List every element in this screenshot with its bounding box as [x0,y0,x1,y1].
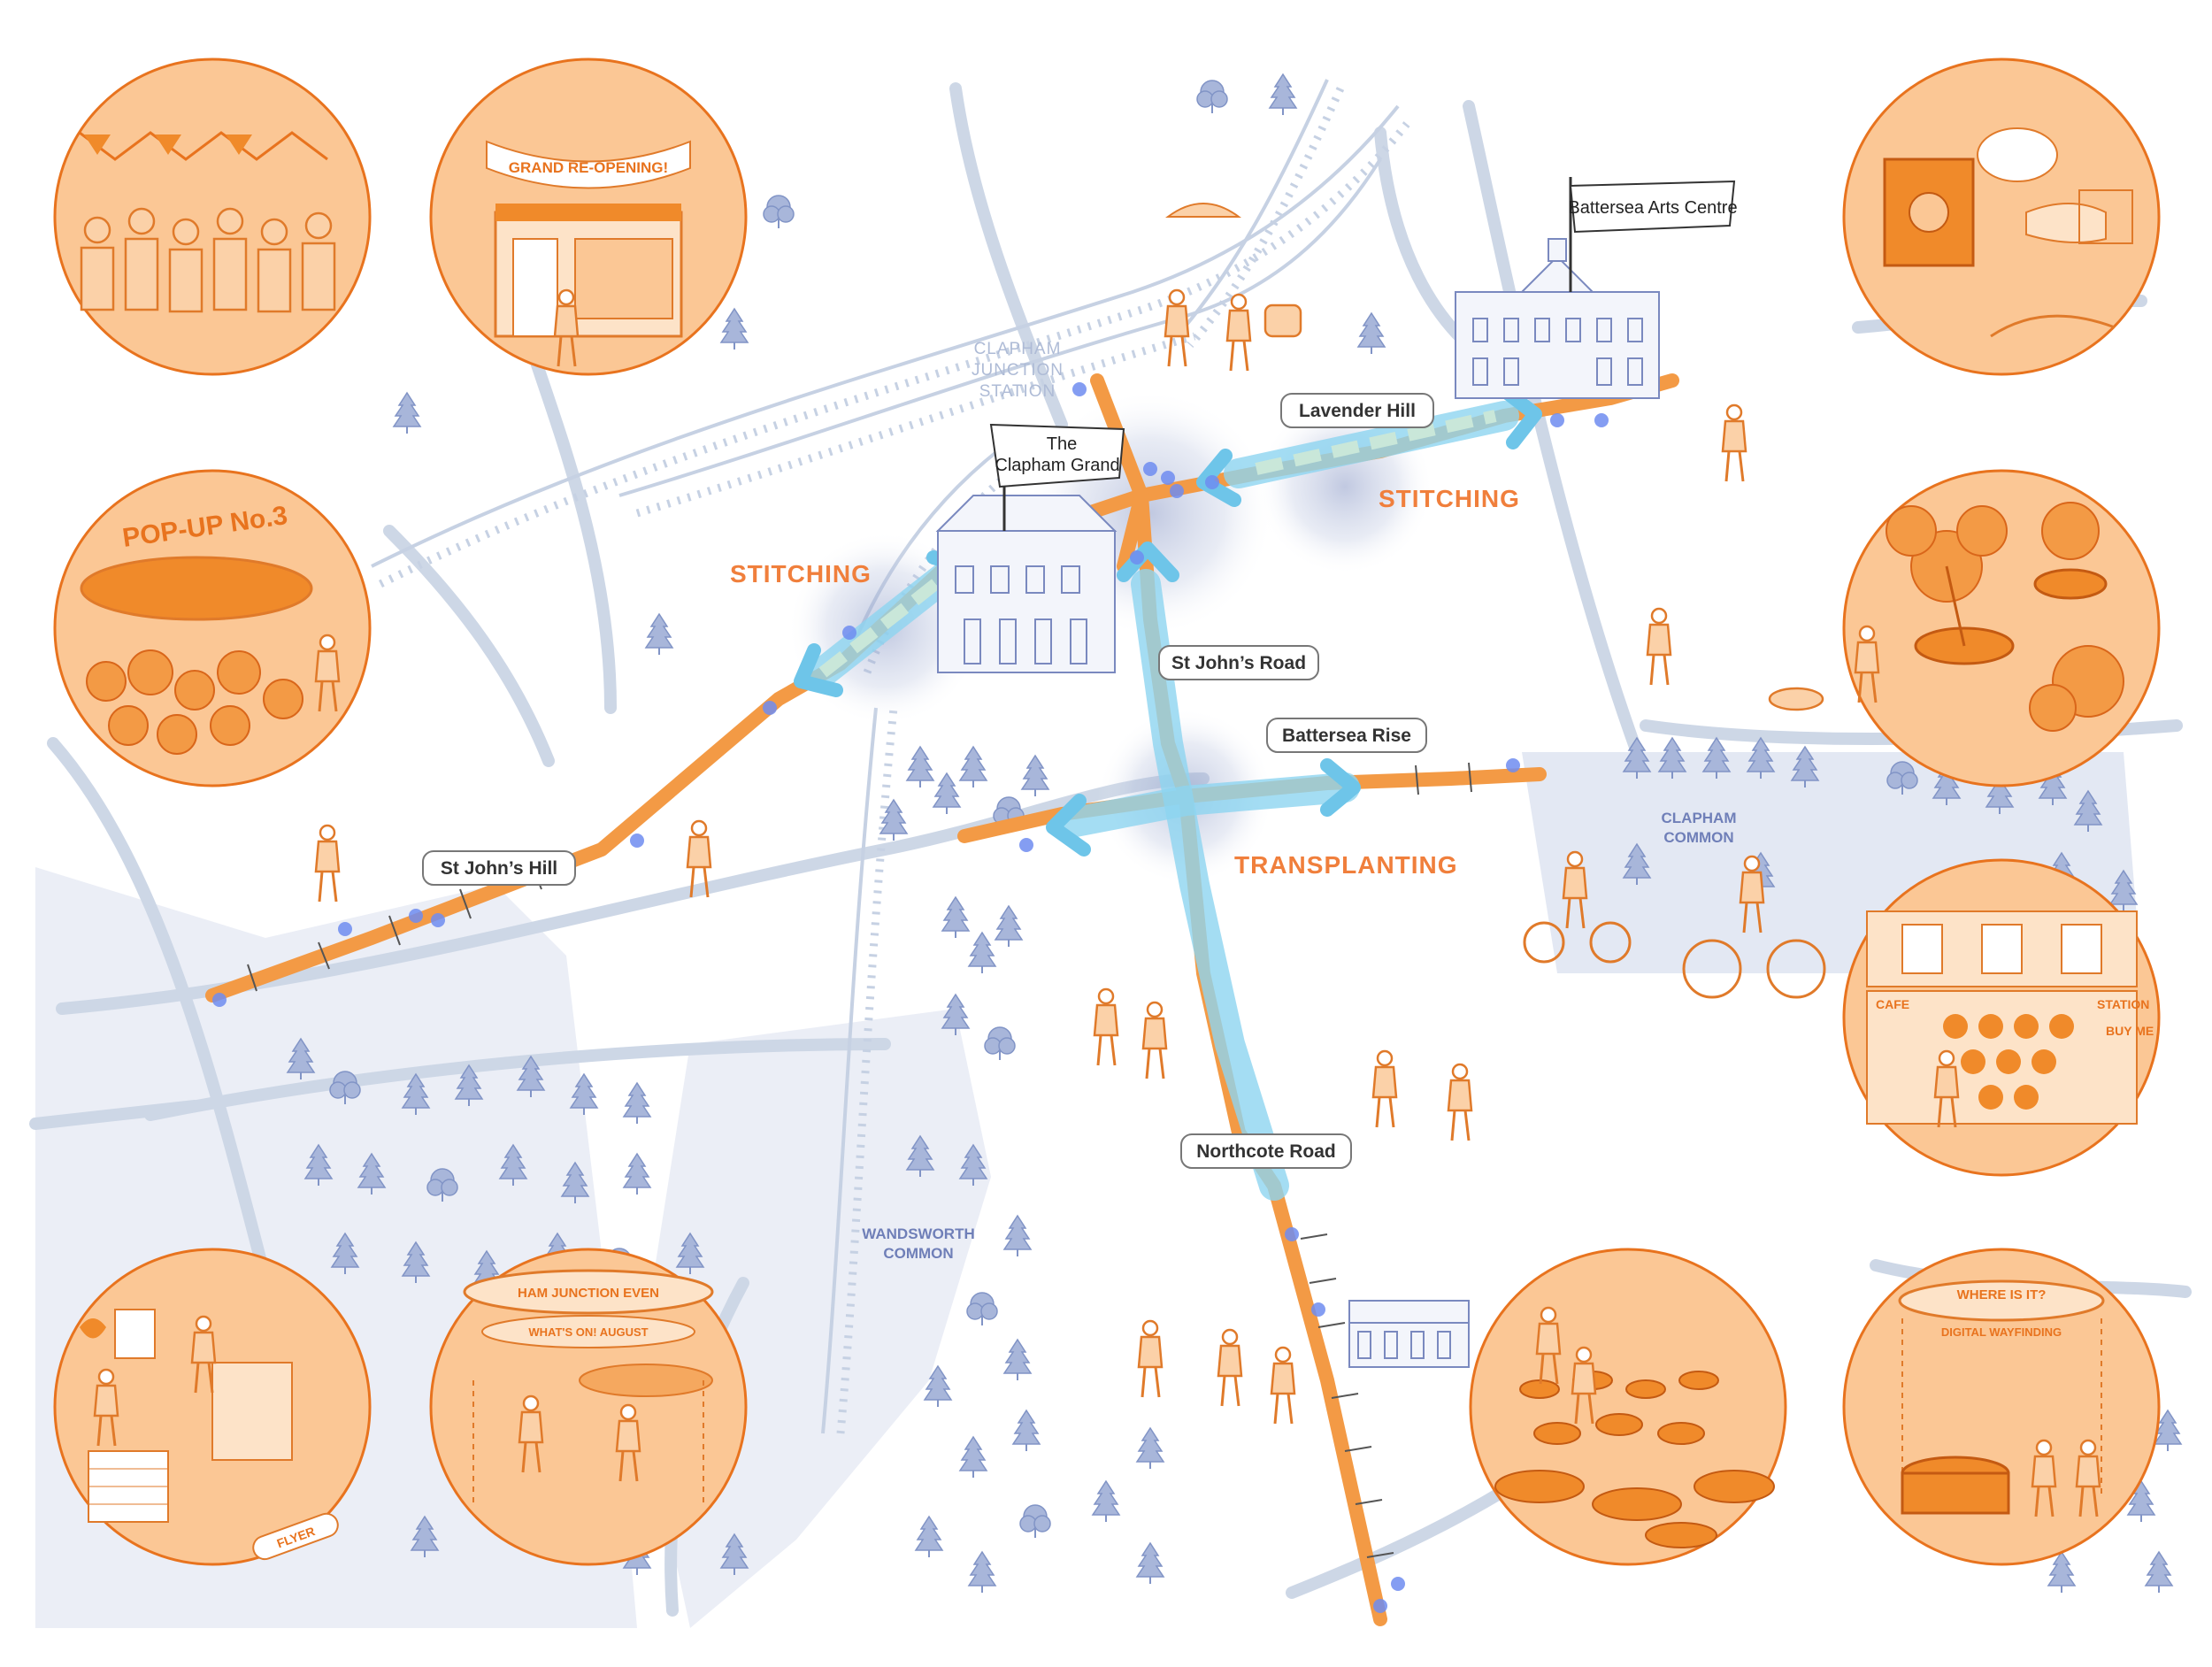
cafe-sign: CAFE [1876,997,1909,1011]
street-label-text: Northcote Road [1196,1141,1336,1162]
clapham-common-line2: COMMON [1663,829,1733,846]
station-label-line2: JUNCTION [972,361,1064,380]
battersea-arts-centre-building [1455,238,1660,399]
street-label-text: St John’s Hill [441,858,557,879]
family-child [1270,1346,1296,1425]
vignette-stepping-stones [1469,1248,1787,1566]
whats-on-band: WHAT'S ON! AUGUST [528,1325,648,1339]
clapham-grand-flag: The Clapham Grand [989,423,1125,531]
person-with-umbrella [1164,288,1190,368]
umbrella-icon [1164,203,1242,218]
wandsworth-common-label: WANDSWORTH COMMON [862,1225,974,1262]
vignette-flyer-printing: FLYER [53,1248,372,1566]
clapham-grand-flag-line1: The [1047,434,1077,454]
family-adult [1137,1319,1164,1399]
station-label-line1: CLAPHAM [974,340,1062,358]
map-figures [314,203,1826,1425]
person-walking [1093,987,1119,1067]
vignette-shopfront: CAFE STATION BUY ME [1842,858,2161,1177]
pram-icon [1263,303,1302,338]
vignette-grand-reopening: GRAND RE-OPENING! [429,58,748,376]
street-label-st-johns-hill: St John’s Hill [422,850,576,886]
bicycle-wheel [1682,939,1742,999]
street-label-text: Lavender Hill [1299,401,1416,421]
clapham-grand-building [935,495,1118,673]
strategy-label-stitching-left: STITCHING [730,560,872,588]
station-label: CLAPHAM JUNCTION STATION [972,340,1064,401]
corridor-dashes [818,410,1497,678]
vignette-popup-market: POP-UP No.3 [53,469,372,787]
battersea-arts-centre-flag-text: Battersea Arts Centre [1568,198,1737,218]
strategy-label-stitching-right: STITCHING [1379,485,1520,512]
vignette-digital-wayfinding: WHERE IS IT? DIGITAL WAYFINDING [1842,1248,2161,1566]
clapham-grand-flag-line2: Clapham Grand [995,456,1119,475]
grand-reopening-banner: GRAND RE-OPENING! [509,159,668,176]
wandsworth-common-line1: WANDSWORTH [862,1225,974,1242]
street-label-text: St John’s Road [1171,653,1306,673]
bicycle-wheel [1523,921,1565,964]
station-label-line3: STATION [979,382,1056,401]
vignette-junction-events: HAM JUNCTION EVEN WHAT'S ON! AUGUST [429,1248,748,1566]
bicycle-wheel [1589,921,1632,964]
clapham-common-label: CLAPHAM COMMON [1662,810,1737,846]
person-walking [1141,1001,1168,1080]
vignette-art-studio [1842,58,2161,376]
street-label-lavender-hill: Lavender Hill [1280,393,1434,428]
vignette-planters [1842,469,2161,787]
station-sign: STATION [2097,997,2149,1011]
child [1447,1063,1473,1142]
dog-icon [1768,687,1824,711]
person-waving [1721,403,1747,483]
seated-elderly-person [314,824,341,903]
clapham-common-line1: CLAPHAM [1662,810,1737,826]
parkland-areas [35,752,2141,1628]
junction-events-band: HAM JUNCTION EVEN [518,1286,659,1301]
vignette-festival [53,58,372,376]
bicycle-wheel [1766,939,1826,999]
street-label-northcote-road: Northcote Road [1180,1133,1352,1169]
battersea-arts-centre-flag: Battersea Arts Centre [1568,177,1738,292]
street-ticks [247,762,1472,1558]
person-with-pram [1225,293,1252,373]
strategy-label-transplanting: TRANSPLANTING [1234,851,1458,879]
person-walking-dog [1646,607,1672,687]
wandsworth-common-line2: COMMON [883,1245,953,1262]
street-label-text: Battersea Rise [1282,726,1411,746]
shop-sign: BUY ME [2106,1024,2154,1038]
street-label-battersea-rise: Battersea Rise [1266,718,1427,753]
family-adult [1217,1328,1243,1408]
woman-in-headscarf [1371,1049,1398,1129]
digital-wayfinding-band: DIGITAL WAYFINDING [1941,1325,2062,1339]
where-is-it-band: WHERE IS IT? [1957,1287,2047,1302]
northcote-shops [1348,1300,1470,1368]
street-label-st-johns-road: St John’s Road [1158,645,1319,680]
